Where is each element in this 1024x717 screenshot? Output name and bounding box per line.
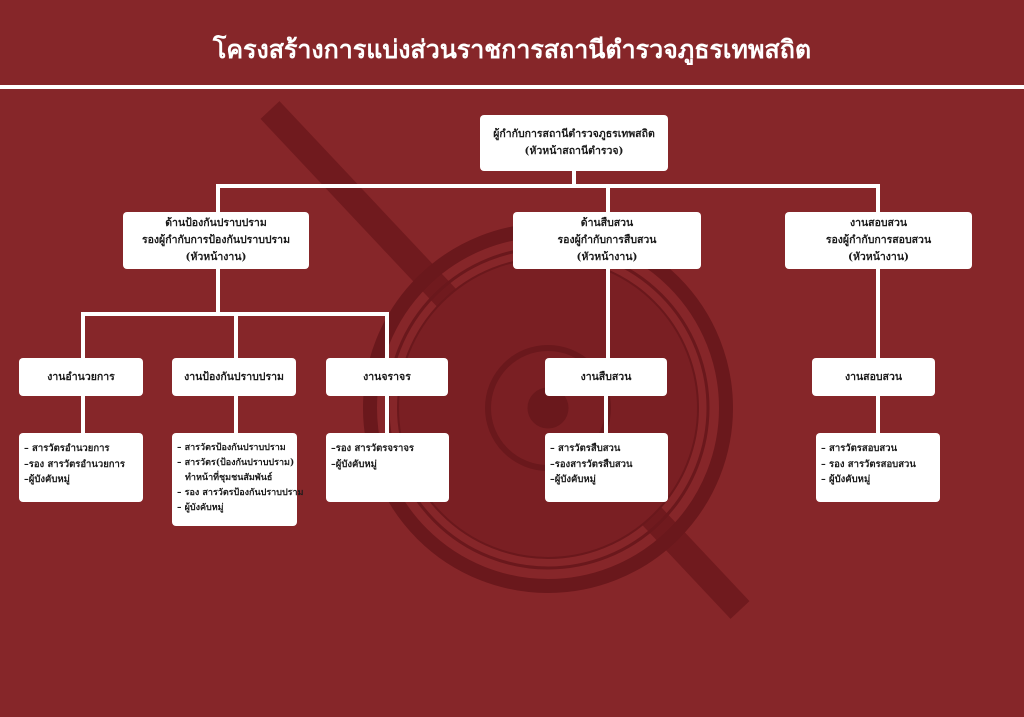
division-name: งานสอบสวน: [849, 217, 908, 229]
unit-box: งานจราจร: [326, 358, 448, 396]
connector: [234, 312, 238, 358]
staff-item: –ผู้บังคับหมู่: [331, 458, 377, 470]
connector: [385, 312, 389, 358]
connector: [216, 184, 880, 188]
staff-list: – สารวัตรสืบสวน –รองสารวัตรสืบสวน –ผู้บั…: [545, 433, 668, 502]
unit-box: งานอำนวยการ: [19, 358, 143, 396]
station-chief-box: ผู้กำกับการสถานีตำรวจภูธรเทพสถิต (หัวหน้…: [480, 115, 668, 171]
connector: [81, 396, 85, 433]
division-head: รองผู้กำกับการสืบสวน: [557, 234, 657, 246]
staff-item: – สารวัตรอำนวยการ: [24, 443, 110, 454]
page-title: โครงสร้างการแบ่งส่วนราชการสถานีตำรวจภูธร…: [212, 35, 812, 64]
connector: [876, 184, 880, 212]
chief-role: (หัวหน้าสถานีตำรวจ): [524, 145, 624, 157]
division-name: ด้านป้องกันปราบปราม: [165, 217, 267, 229]
staff-list: – สารวัตรป้องกันปราบปราม – สารวัตร(ป้องก…: [172, 433, 304, 526]
unit-box: งานสอบสวน: [812, 358, 935, 396]
connector: [216, 269, 220, 315]
division-name: ด้านสืบสวน: [580, 217, 634, 229]
connector: [604, 396, 608, 433]
unit-name: งานสอบสวน: [844, 370, 903, 383]
division-head: รองผู้กำกับการป้องกันปราบปราม: [141, 234, 290, 246]
staff-item: –ผู้บังคับหมู่: [550, 474, 596, 485]
staff-item: ทำหน้าที่ชุมชนสัมพันธ์: [185, 473, 273, 483]
staff-list: –รอง สารวัตรจราจร –ผู้บังคับหมู่: [326, 433, 449, 502]
division-head: รองผู้กำกับการสอบสวน: [825, 234, 932, 246]
connector: [876, 396, 880, 433]
unit-name: งานจราจร: [363, 370, 411, 383]
unit-box: งานป้องกันปราบปราม: [172, 358, 296, 396]
division-role: (หัวหน้างาน): [848, 251, 909, 263]
staff-item: – สารวัตร(ป้องกันปราบปราม): [177, 458, 295, 468]
staff-list: – สารวัตรอำนวยการ –รอง สารวัตรอำนวยการ –…: [19, 433, 143, 502]
unit-name: งานสืบสวน: [580, 370, 632, 383]
staff-item: –รอง สารวัตรจราจร: [331, 443, 415, 454]
division-box-investigation: ด้านสืบสวน รองผู้กำกับการสืบสวน (หัวหน้า…: [513, 212, 701, 269]
unit-name: งานป้องกันปราบปราม: [184, 370, 284, 383]
connector: [572, 171, 576, 187]
unit-box: งานสืบสวน: [545, 358, 667, 396]
staff-item: – สารวัตรสืบสวน: [550, 443, 621, 454]
connector: [234, 396, 238, 433]
division-box-inquiry: งานสอบสวน รองผู้กำกับการสอบสวน (หัวหน้าง…: [785, 212, 972, 269]
connector: [81, 312, 85, 358]
connector: [606, 269, 610, 358]
staff-item: –รอง สารวัตรอำนวยการ: [24, 458, 125, 470]
division-role: (หัวหน้างาน): [576, 251, 638, 263]
chief-title: ผู้กำกับการสถานีตำรวจภูธรเทพสถิต: [493, 128, 655, 140]
unit-name: งานอำนวยการ: [47, 370, 115, 383]
staff-item: – ผู้บังคับหมู่: [177, 503, 224, 513]
staff-item: –รองสารวัตรสืบสวน: [550, 458, 633, 470]
connector: [216, 184, 220, 212]
staff-item: –ผู้บังคับหมู่: [24, 474, 70, 485]
title-divider: [0, 85, 1024, 89]
staff-item: – รอง สารวัตรสอบสวน: [821, 458, 916, 470]
connector: [876, 269, 880, 358]
connector: [385, 396, 389, 433]
staff-list: – สารวัตรสอบสวน – รอง สารวัตรสอบสวน – ผู…: [816, 433, 940, 502]
division-box-prevention: ด้านป้องกันปราบปราม รองผู้กำกับการป้องกั…: [123, 212, 309, 269]
staff-item: – รอง สารวัตรป้องกันปราบปราม: [177, 488, 304, 498]
staff-item: – สารวัตรป้องกันปราบปราม: [177, 443, 286, 453]
staff-item: – ผู้บังคับหมู่: [821, 474, 871, 485]
division-role: (หัวหน้างาน): [185, 251, 247, 263]
staff-item: – สารวัตรสอบสวน: [821, 443, 898, 454]
connector: [606, 184, 610, 212]
